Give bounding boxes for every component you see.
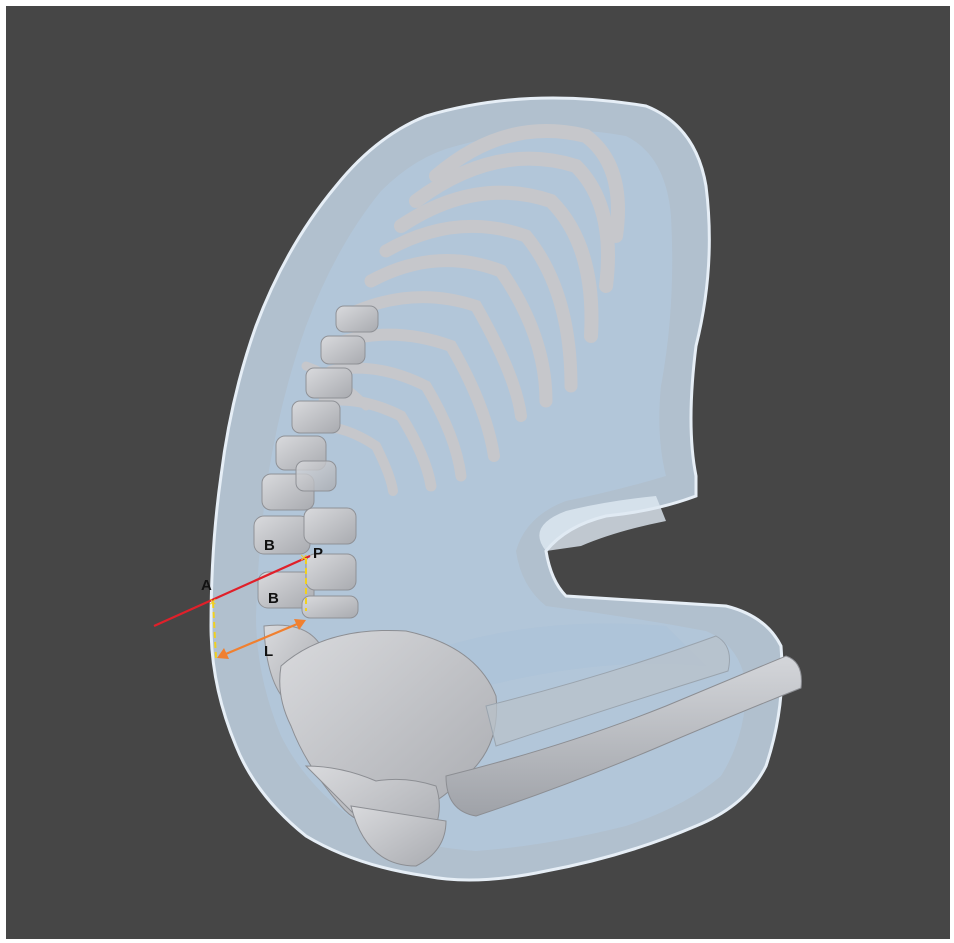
label-b-upper: B <box>264 537 275 554</box>
label-l: L <box>264 643 273 660</box>
label-p: P <box>313 545 323 562</box>
anatomy-render: × × A P B B L <box>6 6 950 939</box>
label-a: A <box>201 577 212 594</box>
point-a-marker: × <box>209 594 217 609</box>
point-p-marker: × <box>300 550 308 565</box>
label-b-lower: B <box>268 590 279 607</box>
3d-viewport[interactable]: × × A P B B L <box>6 6 950 939</box>
